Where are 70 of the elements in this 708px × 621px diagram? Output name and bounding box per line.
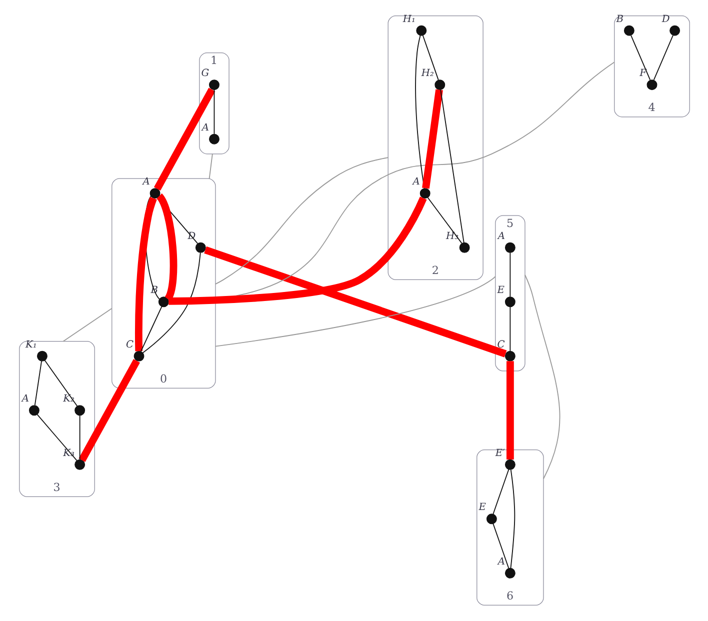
node-circle: [208, 134, 219, 144]
node-circle: [504, 350, 515, 362]
node-label: C: [496, 339, 504, 350]
connector: [168, 196, 426, 305]
node-circle: [36, 350, 47, 362]
connector: [142, 252, 200, 354]
node-label: A: [497, 230, 504, 242]
node-circle: [458, 242, 470, 253]
node-circle: [133, 350, 144, 362]
node-circle: [419, 188, 430, 199]
connector: [140, 306, 162, 352]
node-label: K₁: [25, 339, 36, 350]
node-label: G: [200, 68, 209, 80]
connector: [426, 197, 462, 244]
node-label: A: [497, 556, 504, 568]
connector: [156, 194, 177, 301]
node-circle: [504, 568, 515, 578]
connector: [208, 153, 212, 180]
connector: [509, 252, 510, 298]
node-label: E: [478, 502, 486, 514]
connector: [62, 308, 112, 342]
node-circle: [486, 514, 496, 524]
node-circle: [74, 459, 85, 470]
connector: [213, 89, 214, 134]
connector: [510, 469, 515, 569]
connector: [153, 88, 215, 191]
node-circle: [208, 80, 219, 90]
node-circle: [158, 296, 168, 308]
connector: [78, 359, 140, 462]
node-label: C: [126, 339, 134, 350]
node-circle: [504, 459, 515, 470]
connector: [214, 157, 388, 285]
node-circle: [194, 242, 206, 253]
connector: [78, 414, 80, 460]
node-circle: [623, 25, 634, 36]
connector: [492, 468, 509, 514]
node-label: H₂: [420, 68, 434, 80]
node-circle: [504, 296, 515, 308]
connector: [204, 246, 506, 358]
node-circle: [28, 405, 39, 416]
node-label: E′: [494, 448, 504, 459]
node-circle: [669, 25, 680, 36]
node-label: D: [661, 14, 670, 25]
node-circle: [416, 25, 426, 36]
connector: [492, 523, 509, 569]
node-circle: [434, 80, 445, 90]
connector: [44, 360, 78, 406]
connector: [524, 274, 560, 480]
node-label: A: [21, 394, 28, 405]
connector: [36, 414, 77, 461]
node-circle: [504, 242, 515, 253]
node-circle: [646, 80, 657, 90]
node-label: B: [616, 14, 623, 25]
connector: [34, 360, 42, 406]
connector: [414, 35, 424, 189]
node-label: A: [201, 122, 209, 134]
node-circle: [149, 188, 160, 199]
node-label: H₁: [402, 14, 415, 25]
connector: [509, 306, 510, 352]
connector: [422, 34, 438, 80]
node-label: E: [496, 285, 504, 296]
node-label: F: [639, 68, 646, 80]
connector: [214, 276, 496, 347]
connector: [422, 89, 442, 189]
connector: [440, 89, 464, 244]
node-label: A: [412, 176, 420, 188]
connector: [506, 361, 514, 460]
node-label: A: [142, 176, 150, 188]
node-circle: [74, 405, 85, 416]
connector: [134, 196, 156, 352]
